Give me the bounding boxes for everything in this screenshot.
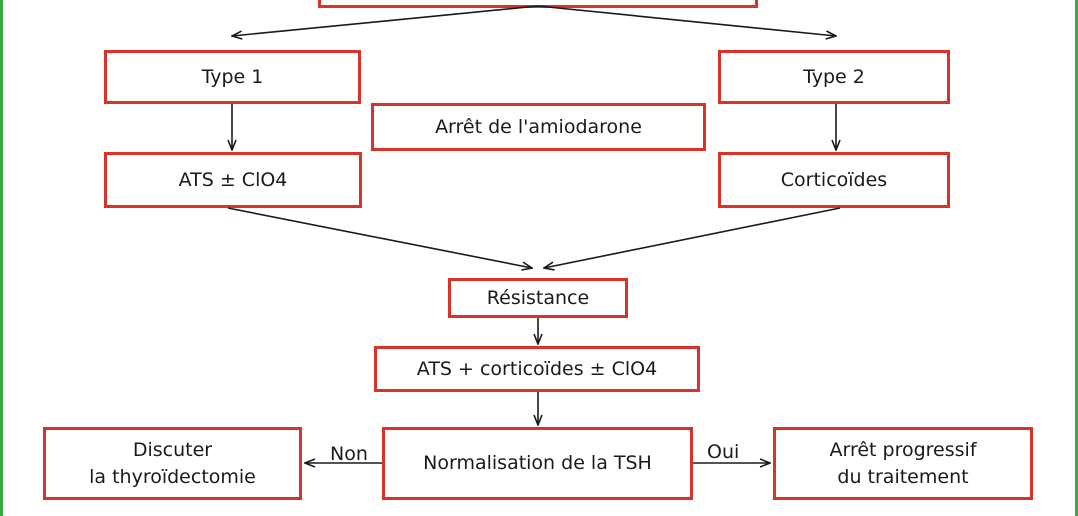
node-corticoides-label: Corticoïdes: [780, 168, 888, 191]
arrow-top-to-type1: [232, 5, 539, 36]
edge-label-non: Non: [330, 443, 368, 465]
node-resistance-label: Résistance: [486, 286, 590, 309]
node-ats-clo4: ATS ± ClO4: [104, 152, 362, 208]
node-discuter-line1: Discuter: [132, 438, 213, 461]
node-discuter-thyroidectomie: Discuter la thyroïdectomie: [43, 427, 302, 500]
node-arret-amiodarone: Arrêt de l'amiodarone: [371, 103, 706, 151]
node-arret-progressif-line1: Arrêt progressif: [829, 438, 977, 461]
node-arret-progressif: Arrêt progressif du traitement: [773, 427, 1033, 500]
node-ats-cortico-clo4: ATS + corticoïdes ± ClO4: [374, 346, 700, 392]
node-type2: Type 2: [718, 50, 950, 104]
node-type1: Type 1: [104, 50, 361, 104]
node-type2-label: Type 2: [803, 65, 865, 88]
node-arret-amiodarone-label: Arrêt de l'amiodarone: [435, 115, 642, 138]
node-discuter-line2: la thyroïdectomie: [89, 465, 256, 488]
arrow-corticoides-to-resistance: [544, 207, 841, 268]
node-arret-progressif-line2: du traitement: [837, 465, 969, 488]
arrow-ats-to-resistance: [227, 207, 532, 268]
node-resistance: Résistance: [448, 278, 628, 318]
node-corticoides: Corticoïdes: [718, 152, 950, 208]
node-normalisation-tsh-label: Normalisation de la TSH: [423, 452, 652, 475]
node-normalisation-tsh: Normalisation de la TSH: [382, 427, 693, 500]
node-ats-clo4-label: ATS ± ClO4: [178, 168, 288, 191]
arrow-top-to-type2: [537, 5, 836, 36]
node-type1-label: Type 1: [201, 65, 264, 88]
node-ats-cortico-clo4-label: ATS + corticoïdes ± ClO4: [416, 357, 658, 380]
edge-label-oui: Oui: [707, 441, 740, 463]
